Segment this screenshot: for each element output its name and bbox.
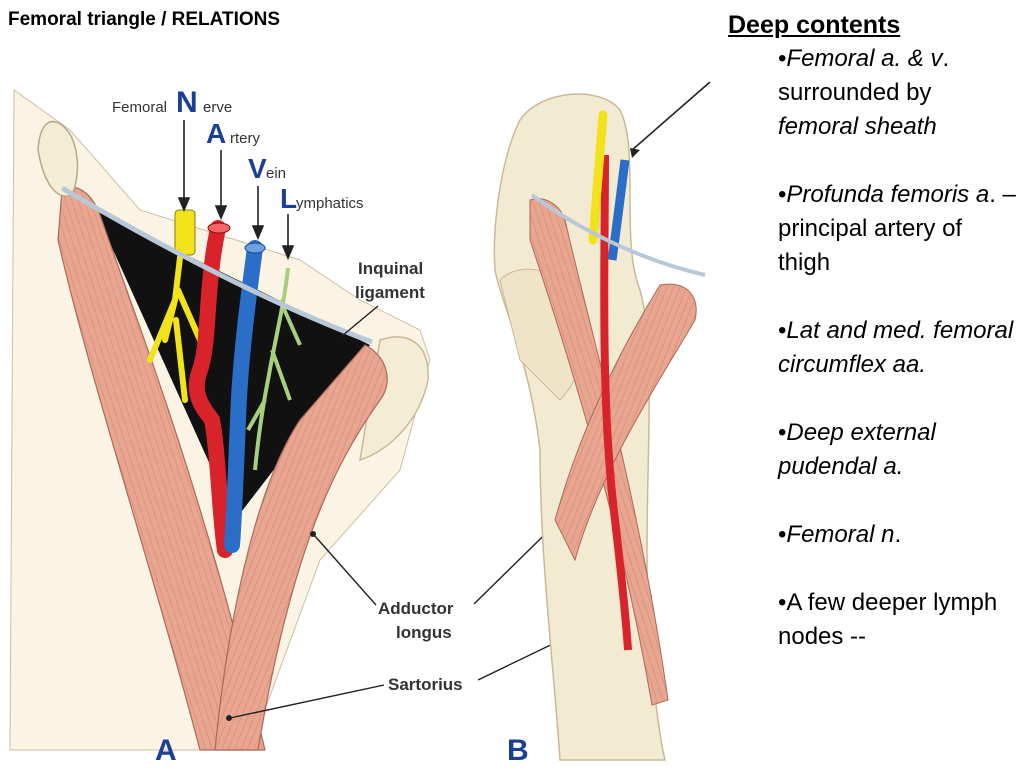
anterior-superior-iliac-spine bbox=[37, 120, 79, 197]
adductor-b bbox=[554, 283, 697, 562]
contents-heading: Deep contents bbox=[728, 11, 901, 39]
label-l-letter: L bbox=[280, 183, 297, 214]
list-item: •Deep external pudendal a. bbox=[778, 419, 936, 480]
list-item: •A few deeper lymph nodes -- bbox=[778, 589, 998, 650]
label-l-rest: ymphatics bbox=[296, 195, 364, 212]
triangle-floor bbox=[95, 210, 370, 520]
sheath-pointer bbox=[631, 81, 711, 151]
label-a-rest: rtery bbox=[230, 130, 261, 147]
panel-b-drawing: B bbox=[493, 81, 711, 767]
lymphatic-vessels bbox=[246, 267, 302, 471]
femoral-vein bbox=[224, 240, 263, 553]
label-inguinal-line2: ligament bbox=[355, 283, 425, 302]
label-n-rest: erve bbox=[203, 99, 232, 116]
adductor-pointer-a bbox=[313, 534, 377, 606]
label-v-rest: ein bbox=[266, 165, 286, 182]
label-v-letter: V bbox=[248, 153, 267, 184]
navl-arrows bbox=[177, 120, 295, 261]
list-item: •Profunda femoris a. – principal artery … bbox=[778, 181, 1016, 276]
femoral-artery bbox=[188, 220, 233, 558]
panel-b-label: B bbox=[507, 734, 529, 767]
label-femoral: Femoral bbox=[112, 99, 167, 116]
inguinal-pointer bbox=[341, 305, 379, 337]
list-item: •Femoral a. & v. surrounded by femoral s… bbox=[778, 45, 950, 140]
panel-a-drawing: Femoral N erve A rtery V ein L ymphatics… bbox=[9, 86, 652, 767]
inguinal-ligament bbox=[60, 185, 373, 345]
femoral-triangle-illustration: Femoral N erve A rtery V ein L ymphatics… bbox=[9, 81, 711, 767]
adductor-longus-muscle bbox=[214, 344, 388, 751]
inguinal-ligament-b bbox=[530, 193, 706, 277]
vein-b bbox=[607, 159, 630, 261]
list-item: •Lat and med. femoral circumflex aa. bbox=[778, 317, 1014, 378]
label-a-letter: A bbox=[206, 118, 226, 149]
panel-a-label: A bbox=[155, 734, 177, 767]
label-adductor-line2: longus bbox=[396, 623, 452, 642]
label-adductor-line1: Adductor bbox=[378, 599, 454, 618]
label-sartorius: Sartorius bbox=[388, 675, 463, 694]
label-n-letter: N bbox=[176, 86, 198, 119]
nerve-b bbox=[588, 110, 608, 245]
contents-list: •Femoral a. & v. surrounded by femoral s… bbox=[728, 42, 1018, 654]
label-inguinal-line1: Inquinal bbox=[358, 259, 423, 278]
slide-title: Femoral triangle / RELATIONS bbox=[8, 9, 281, 30]
deep-contents-panel: Deep contents •Femoral a. & v. surrounde… bbox=[728, 8, 1018, 654]
list-item: •Femoral n. bbox=[778, 521, 902, 548]
sartorius-pointer-a bbox=[229, 684, 385, 719]
